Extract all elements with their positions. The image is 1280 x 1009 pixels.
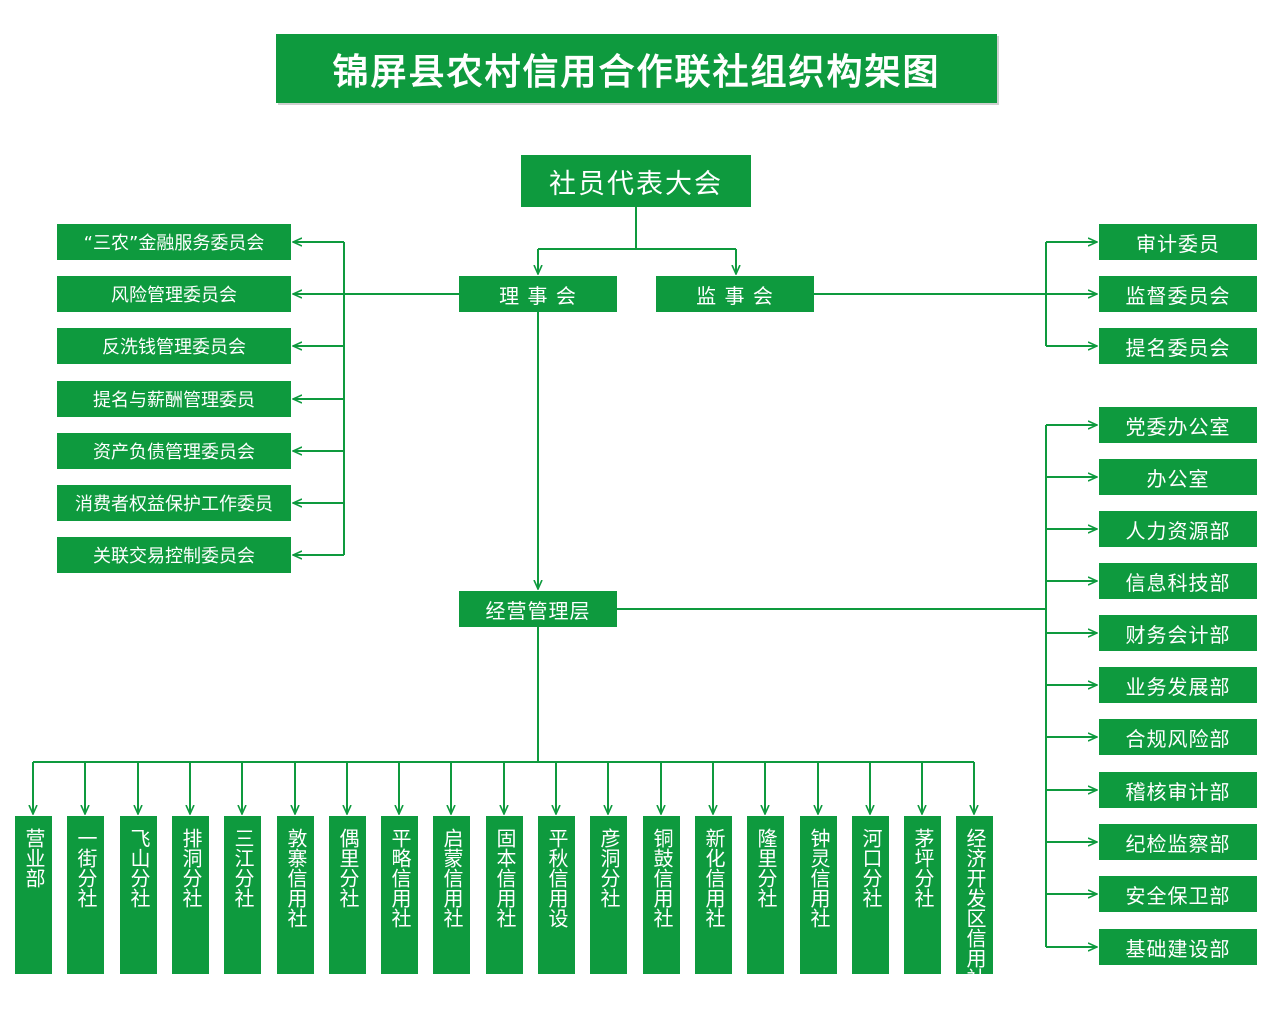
department-box: 人力资源部: [1099, 511, 1257, 547]
page-title: 锦屏县农村信用合作联社组织构架图: [276, 34, 997, 103]
branch-box: 新化信用社: [695, 816, 732, 974]
board-committee-box: 消费者权益保护工作委员: [57, 485, 291, 521]
branch-box: 固本信用社: [486, 816, 523, 974]
branch-box: 偶里分社: [329, 816, 366, 974]
board-committee-box: 提名与薪酬管理委员: [57, 381, 291, 417]
branch-box: 铜鼓信用社: [643, 816, 680, 974]
branch-box: 经济开发区信用社: [956, 816, 993, 988]
branch-box: 三江分社: [224, 816, 261, 974]
supervisory-committee-box: 提名委员会: [1099, 328, 1257, 364]
department-box: 办公室: [1099, 459, 1257, 495]
branch-box: 一街分社: [67, 816, 104, 974]
supervisory-committee-box: 审计委员: [1099, 224, 1257, 260]
board-committee-box: 资产负债管理委员会: [57, 433, 291, 469]
branch-box: 排洞分社: [172, 816, 209, 974]
department-box: 信息科技部: [1099, 563, 1257, 599]
branch-box: 河口分社: [852, 816, 889, 974]
members-congress-box: 社员代表大会: [521, 155, 751, 207]
board-committee-box: 反洗钱管理委员会: [57, 328, 291, 364]
department-box: 党委办公室: [1099, 407, 1257, 443]
branch-box: 平略信用社: [381, 816, 418, 974]
branch-box: 彦洞分社: [590, 816, 627, 974]
branch-box: 钟灵信用社: [800, 816, 837, 974]
board-committee-box: 关联交易控制委员会: [57, 537, 291, 573]
board-committee-box: 风险管理委员会: [57, 276, 291, 312]
board-of-directors-box: 理 事 会: [459, 276, 617, 312]
branch-box: 隆里分社: [747, 816, 784, 974]
department-box: 合规风险部: [1099, 719, 1257, 755]
branch-box: 营业部: [15, 816, 52, 974]
branch-box: 飞山分社: [120, 816, 157, 974]
department-box: 纪检监察部: [1099, 824, 1257, 860]
department-box: 业务发展部: [1099, 667, 1257, 703]
department-box: 稽核审计部: [1099, 772, 1257, 808]
branch-box: 敦寨信用社: [277, 816, 314, 974]
department-box: 财务会计部: [1099, 615, 1257, 651]
board-committee-box: “三农”金融服务委员会: [57, 224, 291, 260]
department-box: 基础建设部: [1099, 929, 1257, 965]
supervisory-board-box: 监 事 会: [656, 276, 814, 312]
branch-box: 平秋信用设: [538, 816, 575, 974]
branch-box: 启蒙信用社: [433, 816, 470, 974]
supervisory-committee-box: 监督委员会: [1099, 276, 1257, 312]
management-box: 经营管理层: [459, 591, 617, 627]
department-box: 安全保卫部: [1099, 876, 1257, 912]
branch-box: 茅坪分社: [904, 816, 941, 974]
